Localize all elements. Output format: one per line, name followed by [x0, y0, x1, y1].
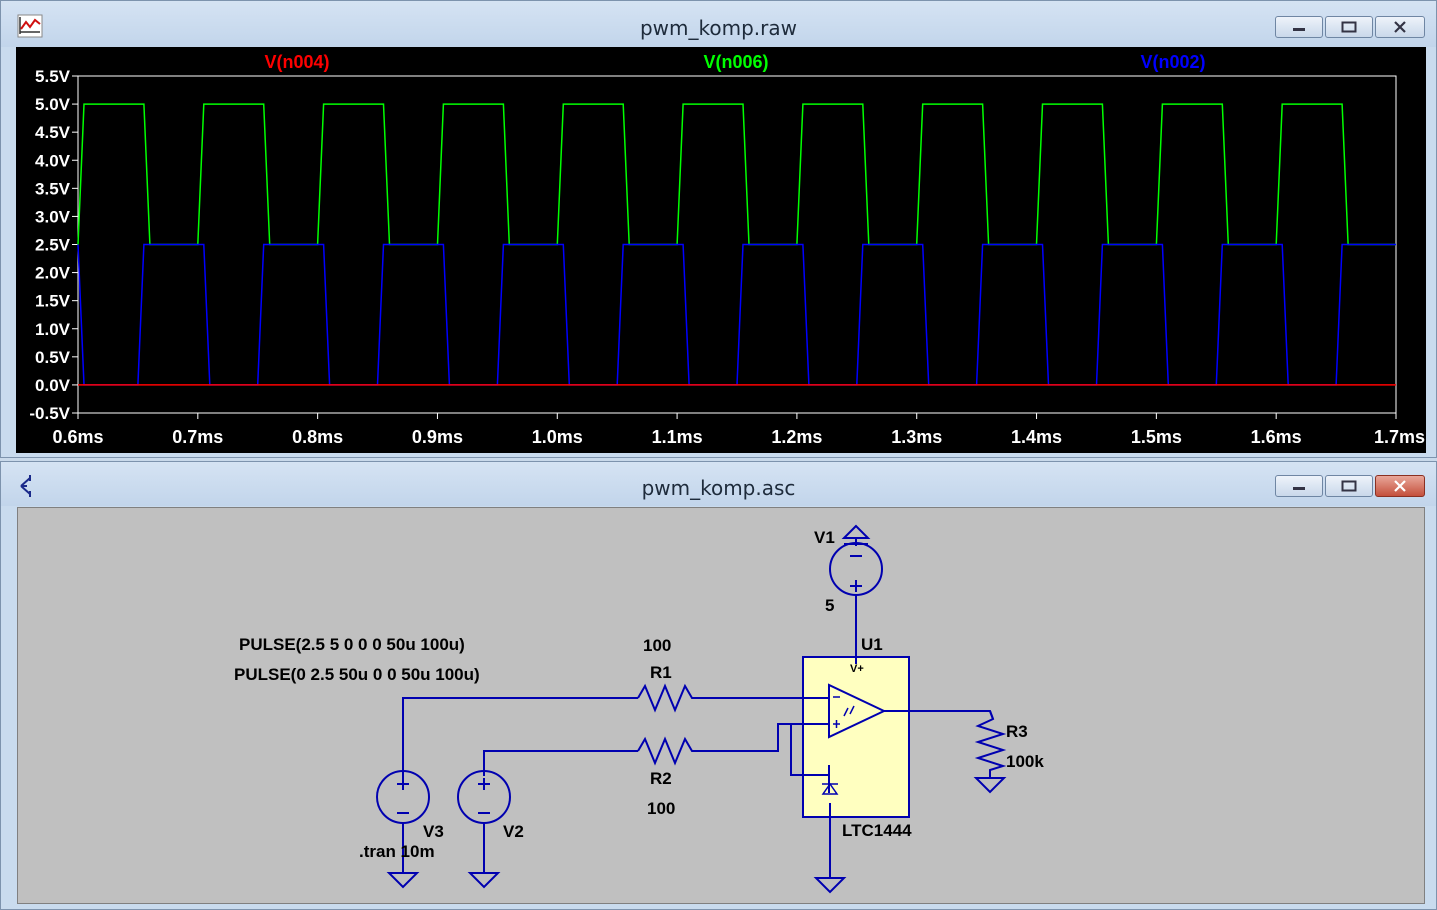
maximize-icon	[1341, 480, 1357, 492]
x-tick-label: 1.1ms	[652, 427, 703, 447]
v3-value-label: PULSE(0 2.5 50u 0 0 50u 100u)	[234, 665, 480, 684]
y-tick-label: 3.0V	[35, 207, 71, 226]
x-tick-label: 1.4ms	[1011, 427, 1062, 447]
maximize-button[interactable]	[1325, 475, 1373, 497]
waveform-chart-icon	[17, 14, 43, 38]
waveform-plot-area[interactable]: V(n004) V(n006) V(n002) 5.5V 5.0V 4.5V 4.0V 3.…	[16, 47, 1426, 453]
v2-name-label: V2	[503, 822, 524, 841]
x-tick-label: 1.0ms	[532, 427, 583, 447]
voltage-source-v3[interactable]	[376, 770, 430, 889]
schematic-window: pwm_komp.asc	[0, 461, 1437, 910]
y-tick-label: 1.5V	[35, 292, 71, 311]
minimize-button[interactable]	[1275, 475, 1323, 497]
minimize-icon	[1293, 28, 1305, 31]
v1-value-label: 5	[825, 596, 834, 615]
comparator-u1[interactable]	[802, 656, 910, 818]
voltage-source-v1[interactable]	[829, 524, 883, 658]
r3-value-label: 100k	[1006, 752, 1044, 771]
minimize-icon	[1293, 487, 1305, 490]
schematic-drawing[interactable]: V1 5 U1 V+ LTC1444 100 R1 R2 100 R3 100k…	[18, 508, 1424, 903]
resistor-r3[interactable]	[973, 710, 1007, 794]
close-icon	[1394, 480, 1406, 492]
r1-name-label: R1	[650, 663, 672, 682]
close-button[interactable]	[1375, 16, 1425, 38]
close-button[interactable]	[1375, 475, 1425, 497]
y-tick-label: 0.0V	[35, 376, 71, 395]
u1-vplus-pin-label: V+	[850, 663, 864, 675]
maximize-icon	[1341, 21, 1357, 33]
waveform-chart[interactable]: V(n004) V(n006) V(n002) 5.5V 5.0V 4.5V 4.0V 3.…	[16, 47, 1426, 453]
resistor-r1[interactable]	[402, 683, 829, 778]
x-tick-label: 0.9ms	[412, 427, 463, 447]
trace-label-vn002[interactable]: V(n002)	[1140, 52, 1205, 72]
y-tick-label: 2.5V	[35, 236, 71, 255]
trace-vn006[interactable]	[77, 103, 1396, 246]
waveform-window: pwm_komp.raw V(n004) V(n006) V(n002) 5.5V 5…	[0, 0, 1437, 458]
x-tick-label: 1.3ms	[891, 427, 942, 447]
y-tick-label: 2.0V	[35, 264, 71, 283]
r2-value-label: 100	[647, 799, 675, 818]
trace-label-vn006[interactable]: V(n006)	[703, 52, 768, 72]
u1-name-label: U1	[861, 635, 883, 654]
r1-value-label: 100	[643, 636, 671, 655]
y-tick-label: 0.5V	[35, 348, 71, 367]
close-icon	[1394, 21, 1406, 33]
x-tick-label: 1.6ms	[1251, 427, 1302, 447]
resistor-r2[interactable]	[483, 723, 829, 776]
minimize-button[interactable]	[1275, 16, 1323, 38]
tran-directive[interactable]: .tran 10m	[359, 842, 435, 861]
x-tick-label: 0.8ms	[292, 427, 343, 447]
trace-vn002[interactable]	[77, 243, 1396, 386]
v3-name-label: V3	[423, 822, 444, 841]
y-tick-label: -0.5V	[29, 404, 70, 423]
schematic-window-title: pwm_komp.asc	[641, 476, 796, 500]
x-tick-label: 0.7ms	[172, 427, 223, 447]
v2-value-label: PULSE(2.5 5 0 0 0 50u 100u)	[239, 635, 465, 654]
u1-part-label: LTC1444	[842, 821, 912, 840]
maximize-button[interactable]	[1325, 16, 1373, 38]
x-tick-label: 1.2ms	[771, 427, 822, 447]
trace-label-vn004[interactable]: V(n004)	[264, 52, 329, 72]
voltage-source-v2[interactable]	[457, 770, 511, 889]
r3-name-label: R3	[1006, 722, 1028, 741]
schematic-cursor-icon	[20, 475, 31, 497]
y-tick-label: 1.0V	[35, 320, 71, 339]
v1-name-label: V1	[814, 528, 835, 547]
y-tick-label: 5.0V	[35, 95, 71, 114]
x-tick-label: 1.5ms	[1131, 427, 1182, 447]
y-tick-label: 3.5V	[35, 179, 71, 198]
schematic-titlebar[interactable]: pwm_komp.asc	[1, 462, 1436, 506]
waveform-titlebar[interactable]: pwm_komp.raw	[1, 1, 1436, 47]
waveform-window-title: pwm_komp.raw	[639, 16, 797, 40]
y-tick-label: 4.5V	[35, 123, 71, 142]
x-tick-label: 1.7ms	[1374, 427, 1425, 447]
x-tick-label: 0.6ms	[52, 427, 103, 447]
y-tick-label: 4.0V	[35, 151, 71, 170]
r2-name-label: R2	[650, 769, 672, 788]
y-tick-label: 5.5V	[35, 67, 71, 86]
schematic-canvas[interactable]: V1 5 U1 V+ LTC1444 100 R1 R2 100 R3 100k…	[17, 507, 1425, 904]
